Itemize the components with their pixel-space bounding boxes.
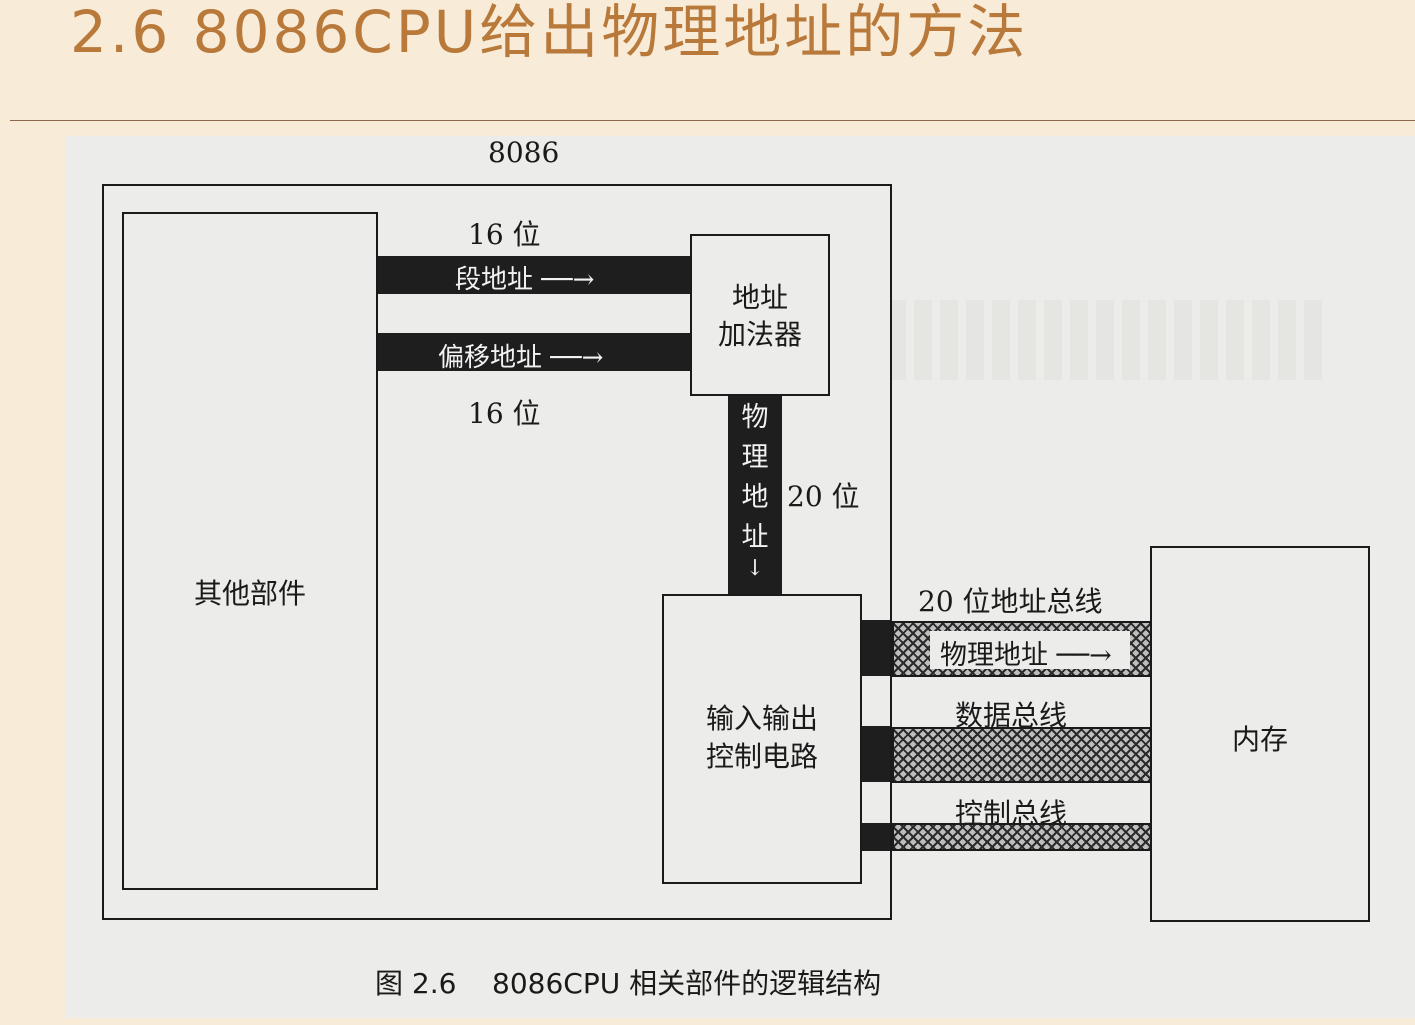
offset-address-label: 偏移地址 ──→ — [438, 337, 603, 374]
physical-address-vertical-label: 物 理 地 址 ↓ — [728, 398, 782, 580]
address-bus-connector — [862, 620, 890, 676]
cpu-label: 8086 — [488, 136, 560, 169]
address-adder-box — [690, 234, 830, 396]
physical-width-label: 20 位 — [787, 480, 860, 513]
data-bus-connector — [862, 726, 890, 782]
segment-address-bus — [378, 256, 692, 294]
vertical-char: 理 — [741, 442, 769, 473]
control-bus — [892, 823, 1152, 851]
control-bus-connector — [862, 823, 890, 851]
top-width-label: 16 位 — [468, 218, 541, 251]
physical-address-label-bg — [930, 631, 1130, 669]
vertical-char: 地 — [741, 482, 769, 513]
offset-address-text: 偏移地址 — [438, 343, 543, 373]
address-adder-line1: 地址 — [731, 281, 788, 314]
title-divider — [10, 120, 1415, 121]
vertical-char: 物 — [741, 402, 769, 433]
slide-title: 2.6 8086CPU给出物理地址的方法 — [70, 0, 1029, 66]
vertical-char: 址 — [741, 522, 769, 553]
segment-address-label: 段地址 ──→ — [455, 259, 594, 296]
down-arrow-icon: ↓ — [745, 556, 765, 581]
io-control-line1: 输入输出 — [705, 702, 818, 735]
other-parts-box — [122, 212, 378, 890]
memory-box — [1150, 546, 1370, 922]
physical-address-text: 物理地址 — [940, 640, 1048, 671]
figure-caption: 图 2.6 8086CPU 相关部件的逻辑结构 — [375, 967, 882, 1000]
memory-label: 内存 — [1231, 723, 1288, 756]
address-bus-label: 20 位地址总线 — [918, 585, 1103, 618]
physical-address-label: 物理地址 ──→ — [940, 633, 1112, 672]
physical-address-path — [728, 396, 782, 594]
io-control-box — [662, 594, 862, 884]
offset-address-bus — [378, 333, 692, 371]
segment-address-text: 段地址 — [455, 265, 534, 295]
bottom-width-label: 16 位 — [468, 397, 541, 430]
right-arrow-icon: ──→ — [542, 343, 604, 373]
data-bus — [892, 727, 1152, 783]
io-control-line2: 控制电路 — [705, 740, 818, 773]
address-adder-line2: 加法器 — [717, 318, 802, 351]
other-parts-label: 其他部件 — [193, 577, 306, 610]
right-arrow-icon: ──→ — [1048, 640, 1112, 671]
right-arrow-icon: ──→ — [533, 265, 595, 295]
data-bus-label: 数据总线 — [955, 699, 1068, 732]
